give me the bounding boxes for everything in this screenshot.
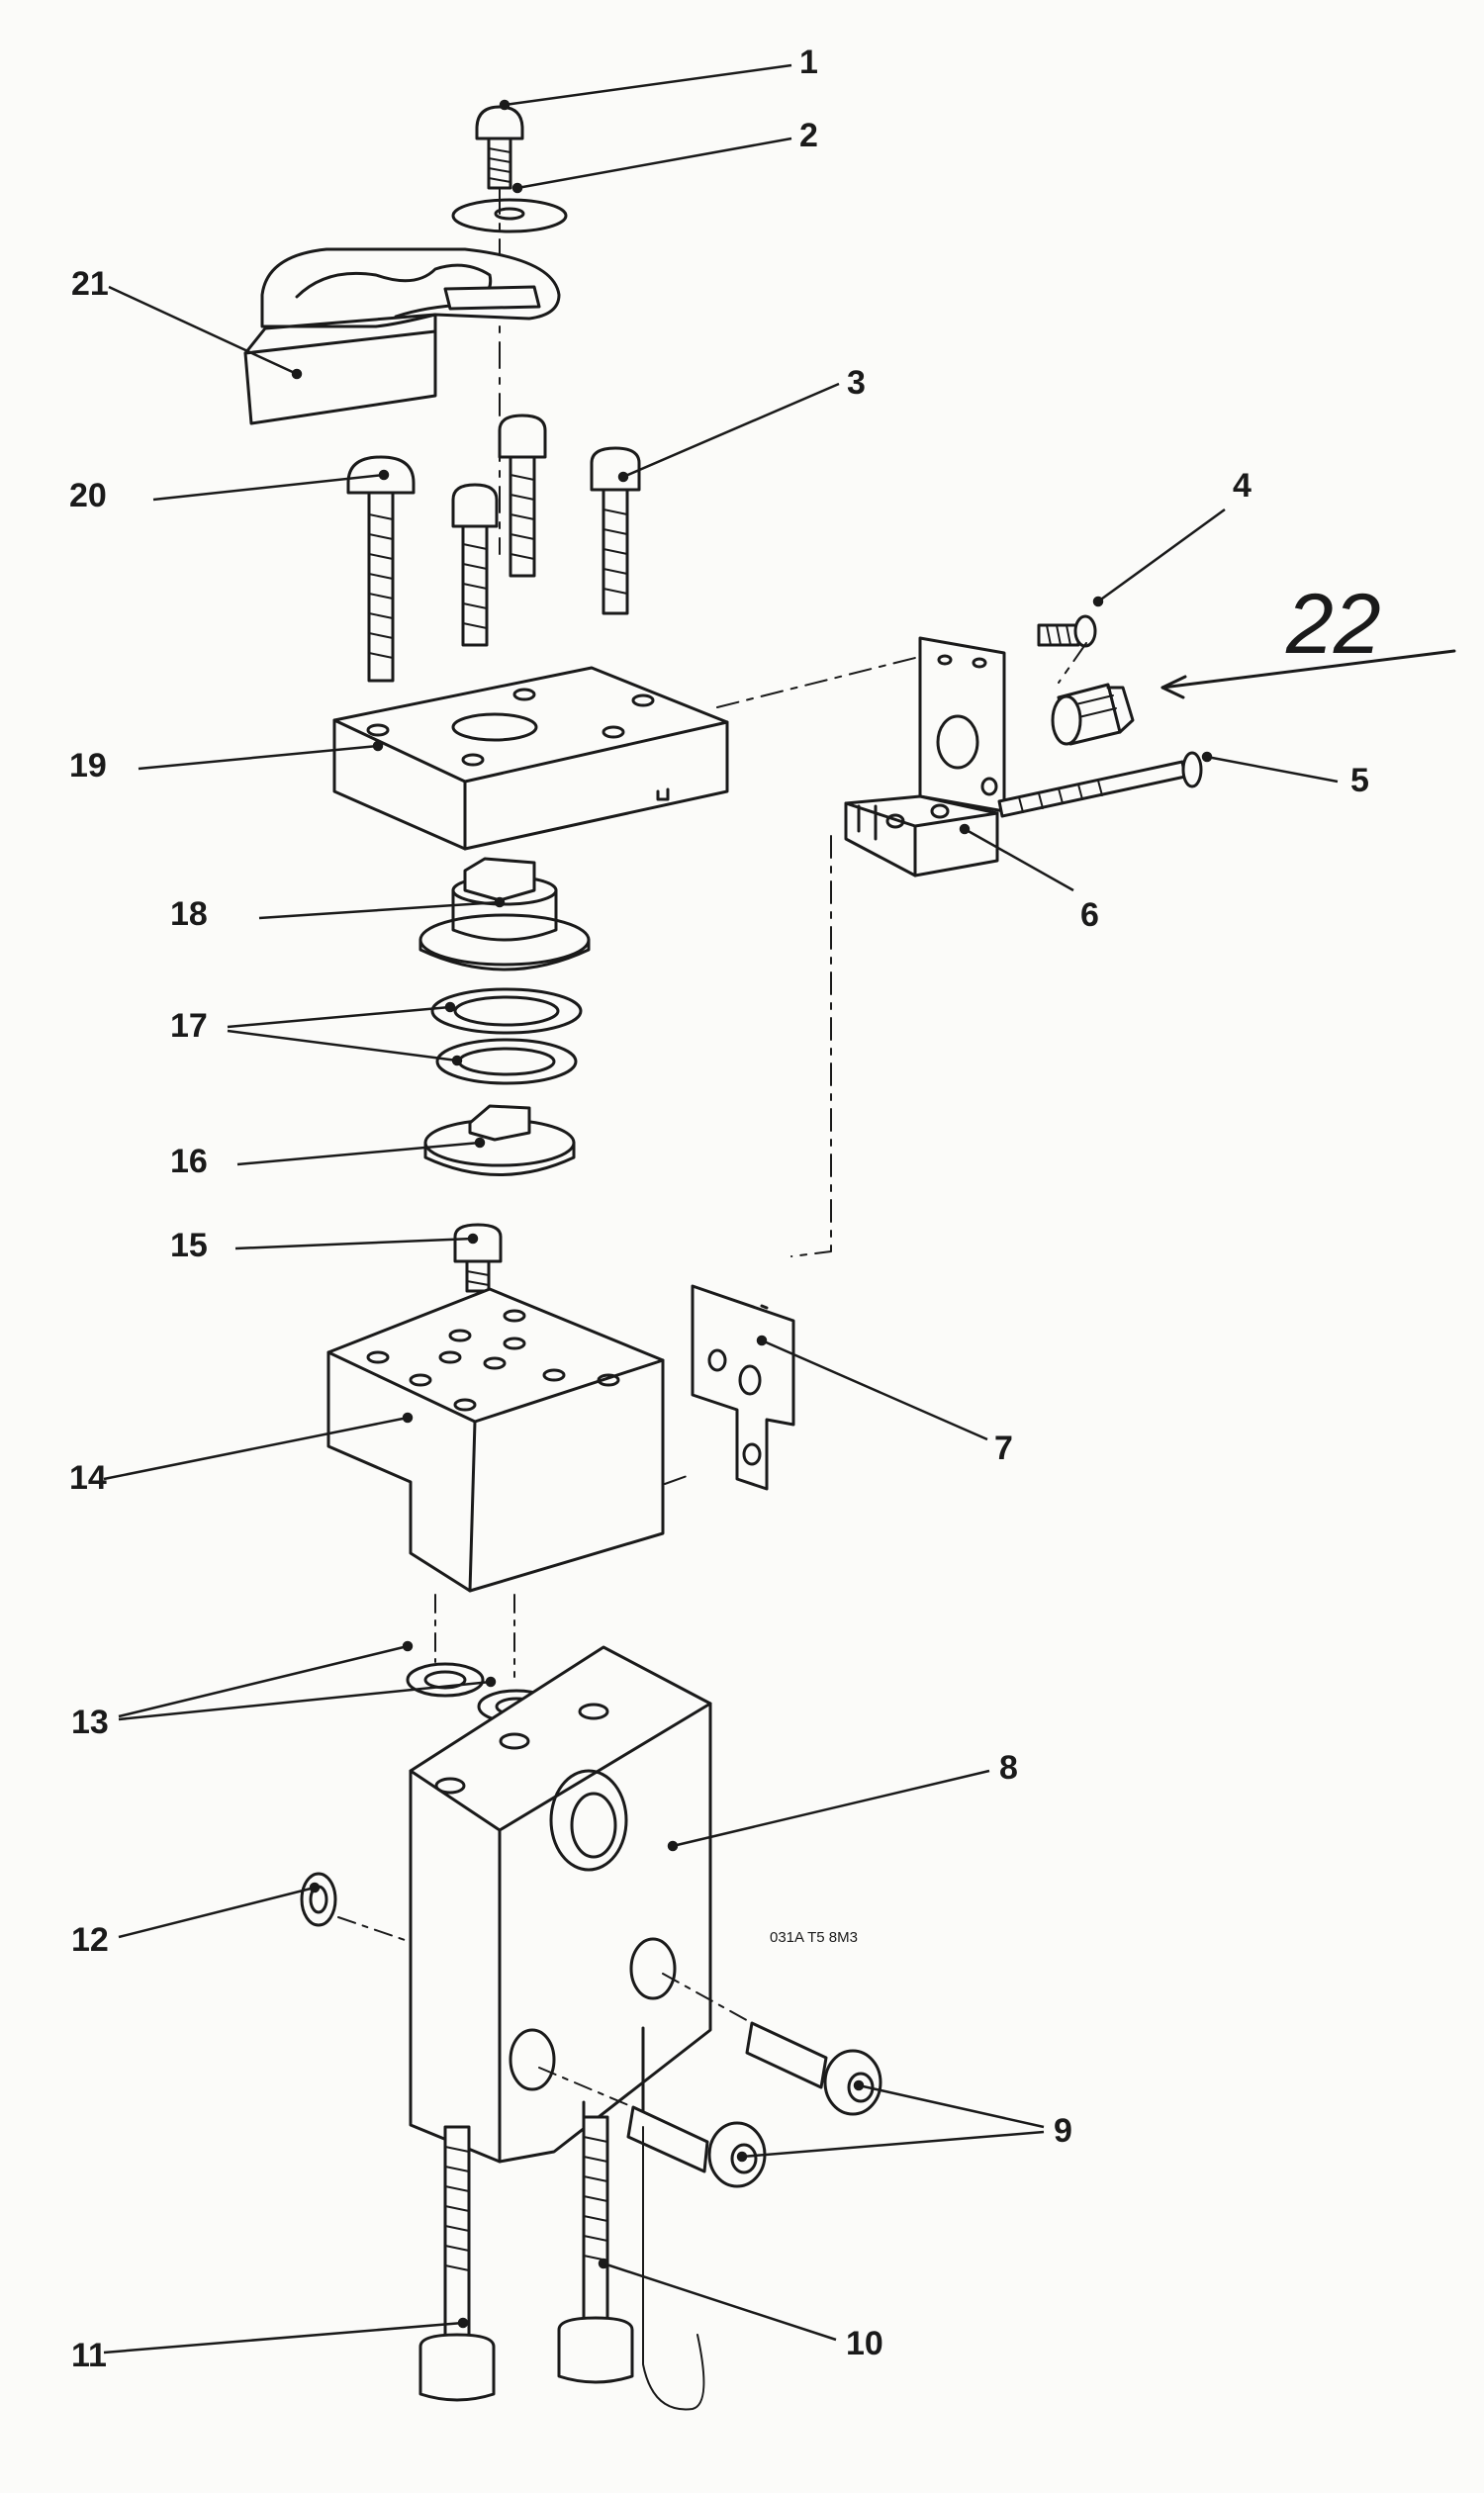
callout-21: 21 xyxy=(71,265,109,303)
callout-1: 1 xyxy=(799,44,818,81)
callout-2: 2 xyxy=(799,117,818,154)
part-3-screw-right xyxy=(590,446,641,615)
callout-3: 3 xyxy=(847,364,866,402)
part-19-top-block xyxy=(332,666,729,851)
part-3-screw-front xyxy=(451,483,499,647)
part-14-center-block xyxy=(326,1287,665,1593)
callout-9: 9 xyxy=(1054,2112,1072,2150)
part-4-screw xyxy=(1037,614,1097,648)
part-9-screws xyxy=(538,1973,882,2188)
leader-lines xyxy=(103,63,1339,2354)
part-2-washer xyxy=(451,198,568,233)
handwritten-arrow xyxy=(1160,649,1456,699)
part-3-screw-middle xyxy=(498,414,547,578)
callout-6: 6 xyxy=(1080,896,1099,934)
part-10-long-screw xyxy=(557,2115,705,2411)
callout-5: 5 xyxy=(1350,762,1369,799)
callout-20: 20 xyxy=(69,477,107,514)
handwritten-callout-22: 22 xyxy=(1285,577,1381,672)
part-15-screw xyxy=(453,1223,503,1293)
callout-14: 14 xyxy=(69,1459,107,1497)
part-5-screw xyxy=(997,751,1203,818)
callout-12: 12 xyxy=(71,1921,109,1959)
callout-17: 17 xyxy=(170,1007,208,1045)
part-22-insert xyxy=(1051,683,1135,746)
callout-19: 19 xyxy=(69,747,107,785)
callout-7: 7 xyxy=(994,1430,1013,1467)
part-16-cam xyxy=(423,1104,576,1176)
callout-16: 16 xyxy=(170,1143,208,1180)
connector-lines xyxy=(664,642,1087,1485)
callout-18: 18 xyxy=(170,895,208,933)
callout-10: 10 xyxy=(846,2325,883,2362)
callout-11: 11 xyxy=(71,2337,107,2374)
callout-15: 15 xyxy=(170,1227,208,1264)
callout-labels: 1 2 21 3 20 4 19 5 6 18 17 16 15 7 14 13… xyxy=(69,44,1369,2374)
callout-13: 13 xyxy=(71,1704,109,1741)
callout-8: 8 xyxy=(999,1749,1018,1787)
callout-4: 4 xyxy=(1233,467,1252,505)
part-11-long-screw xyxy=(418,2125,496,2402)
part-21-bracket xyxy=(243,247,561,425)
part-6-bracket xyxy=(844,636,1006,877)
drawing-code: 031A T5 8M3 xyxy=(770,1929,858,1946)
part-18-cam xyxy=(418,857,591,971)
